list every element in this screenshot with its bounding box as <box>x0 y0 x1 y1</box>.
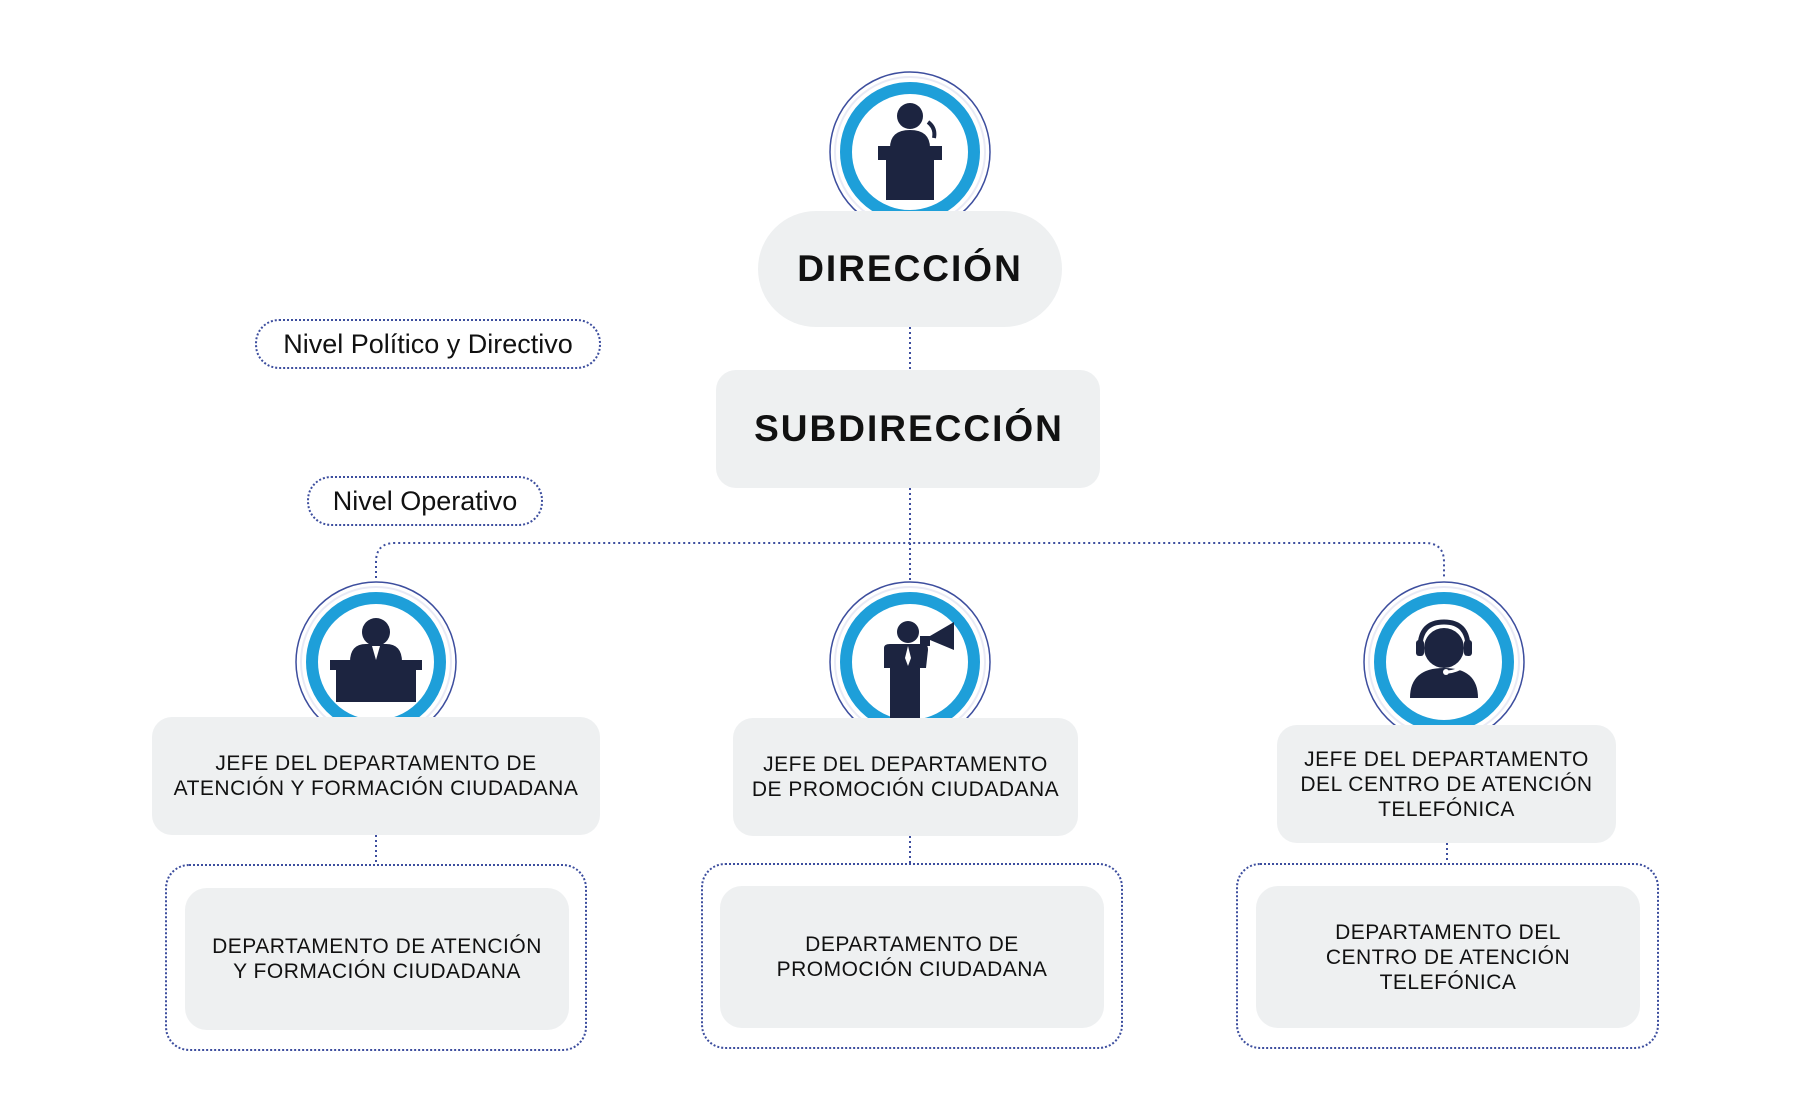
direccion-box: DIRECCIÓN <box>758 211 1062 327</box>
subdireccion-box: SUBDIRECCIÓN <box>716 370 1100 488</box>
speaker-podium-icon <box>878 103 942 200</box>
jefe-box-promocion: JEFE DEL DEPARTAMENTO DE PROMOCIÓN CIUDA… <box>733 718 1078 836</box>
jefe-box-atencion-formacion: JEFE DEL DEPARTAMENTO DE ATENCIÓN Y FORM… <box>152 717 600 835</box>
connector-branch-horizontal <box>375 542 1445 578</box>
jefe-box-centro-atencion: JEFE DEL DEPARTAMENTO DEL CENTRO DE ATEN… <box>1277 725 1616 843</box>
subdireccion-label: SUBDIRECCIÓN <box>754 408 1064 449</box>
direccion-label: DIRECCIÓN <box>797 248 1023 289</box>
dept3-icon-circle <box>1363 581 1525 743</box>
level-tag-politico: Nivel Político y Directivo <box>255 319 601 369</box>
connectors <box>375 327 1448 864</box>
dept-box-promocion: DEPARTAMENTO DE PROMOCIÓN CIUDADANA <box>720 886 1104 1028</box>
dept-box-atencion-formacion: DEPARTAMENTO DE ATENCIÓN Y FORMACIÓN CIU… <box>185 888 569 1030</box>
headset-operator-icon <box>1410 619 1478 698</box>
level-tag-operativo: Nivel Operativo <box>307 476 543 526</box>
person-megaphone-icon <box>884 621 954 720</box>
direccion-icon-circle <box>829 71 991 233</box>
person-at-desk-icon <box>330 618 422 702</box>
dept-box-centro-atencion: DEPARTAMENTO DEL CENTRO DE ATENCIÓN TELE… <box>1256 886 1640 1028</box>
